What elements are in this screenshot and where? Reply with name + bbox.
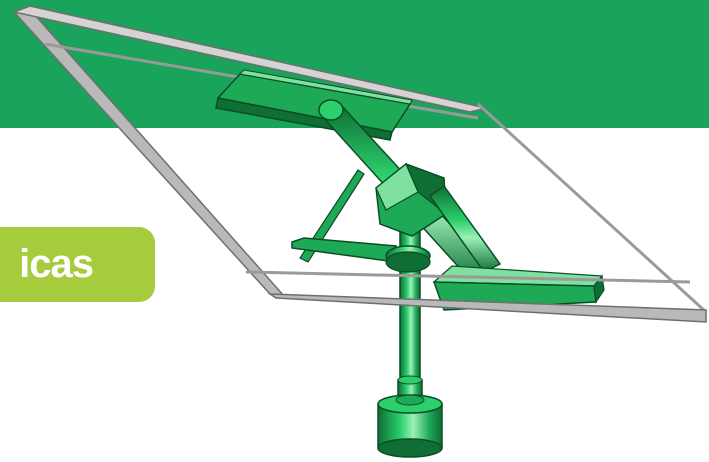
pole-base bbox=[378, 376, 442, 457]
upper-rail-bracket bbox=[216, 70, 412, 140]
